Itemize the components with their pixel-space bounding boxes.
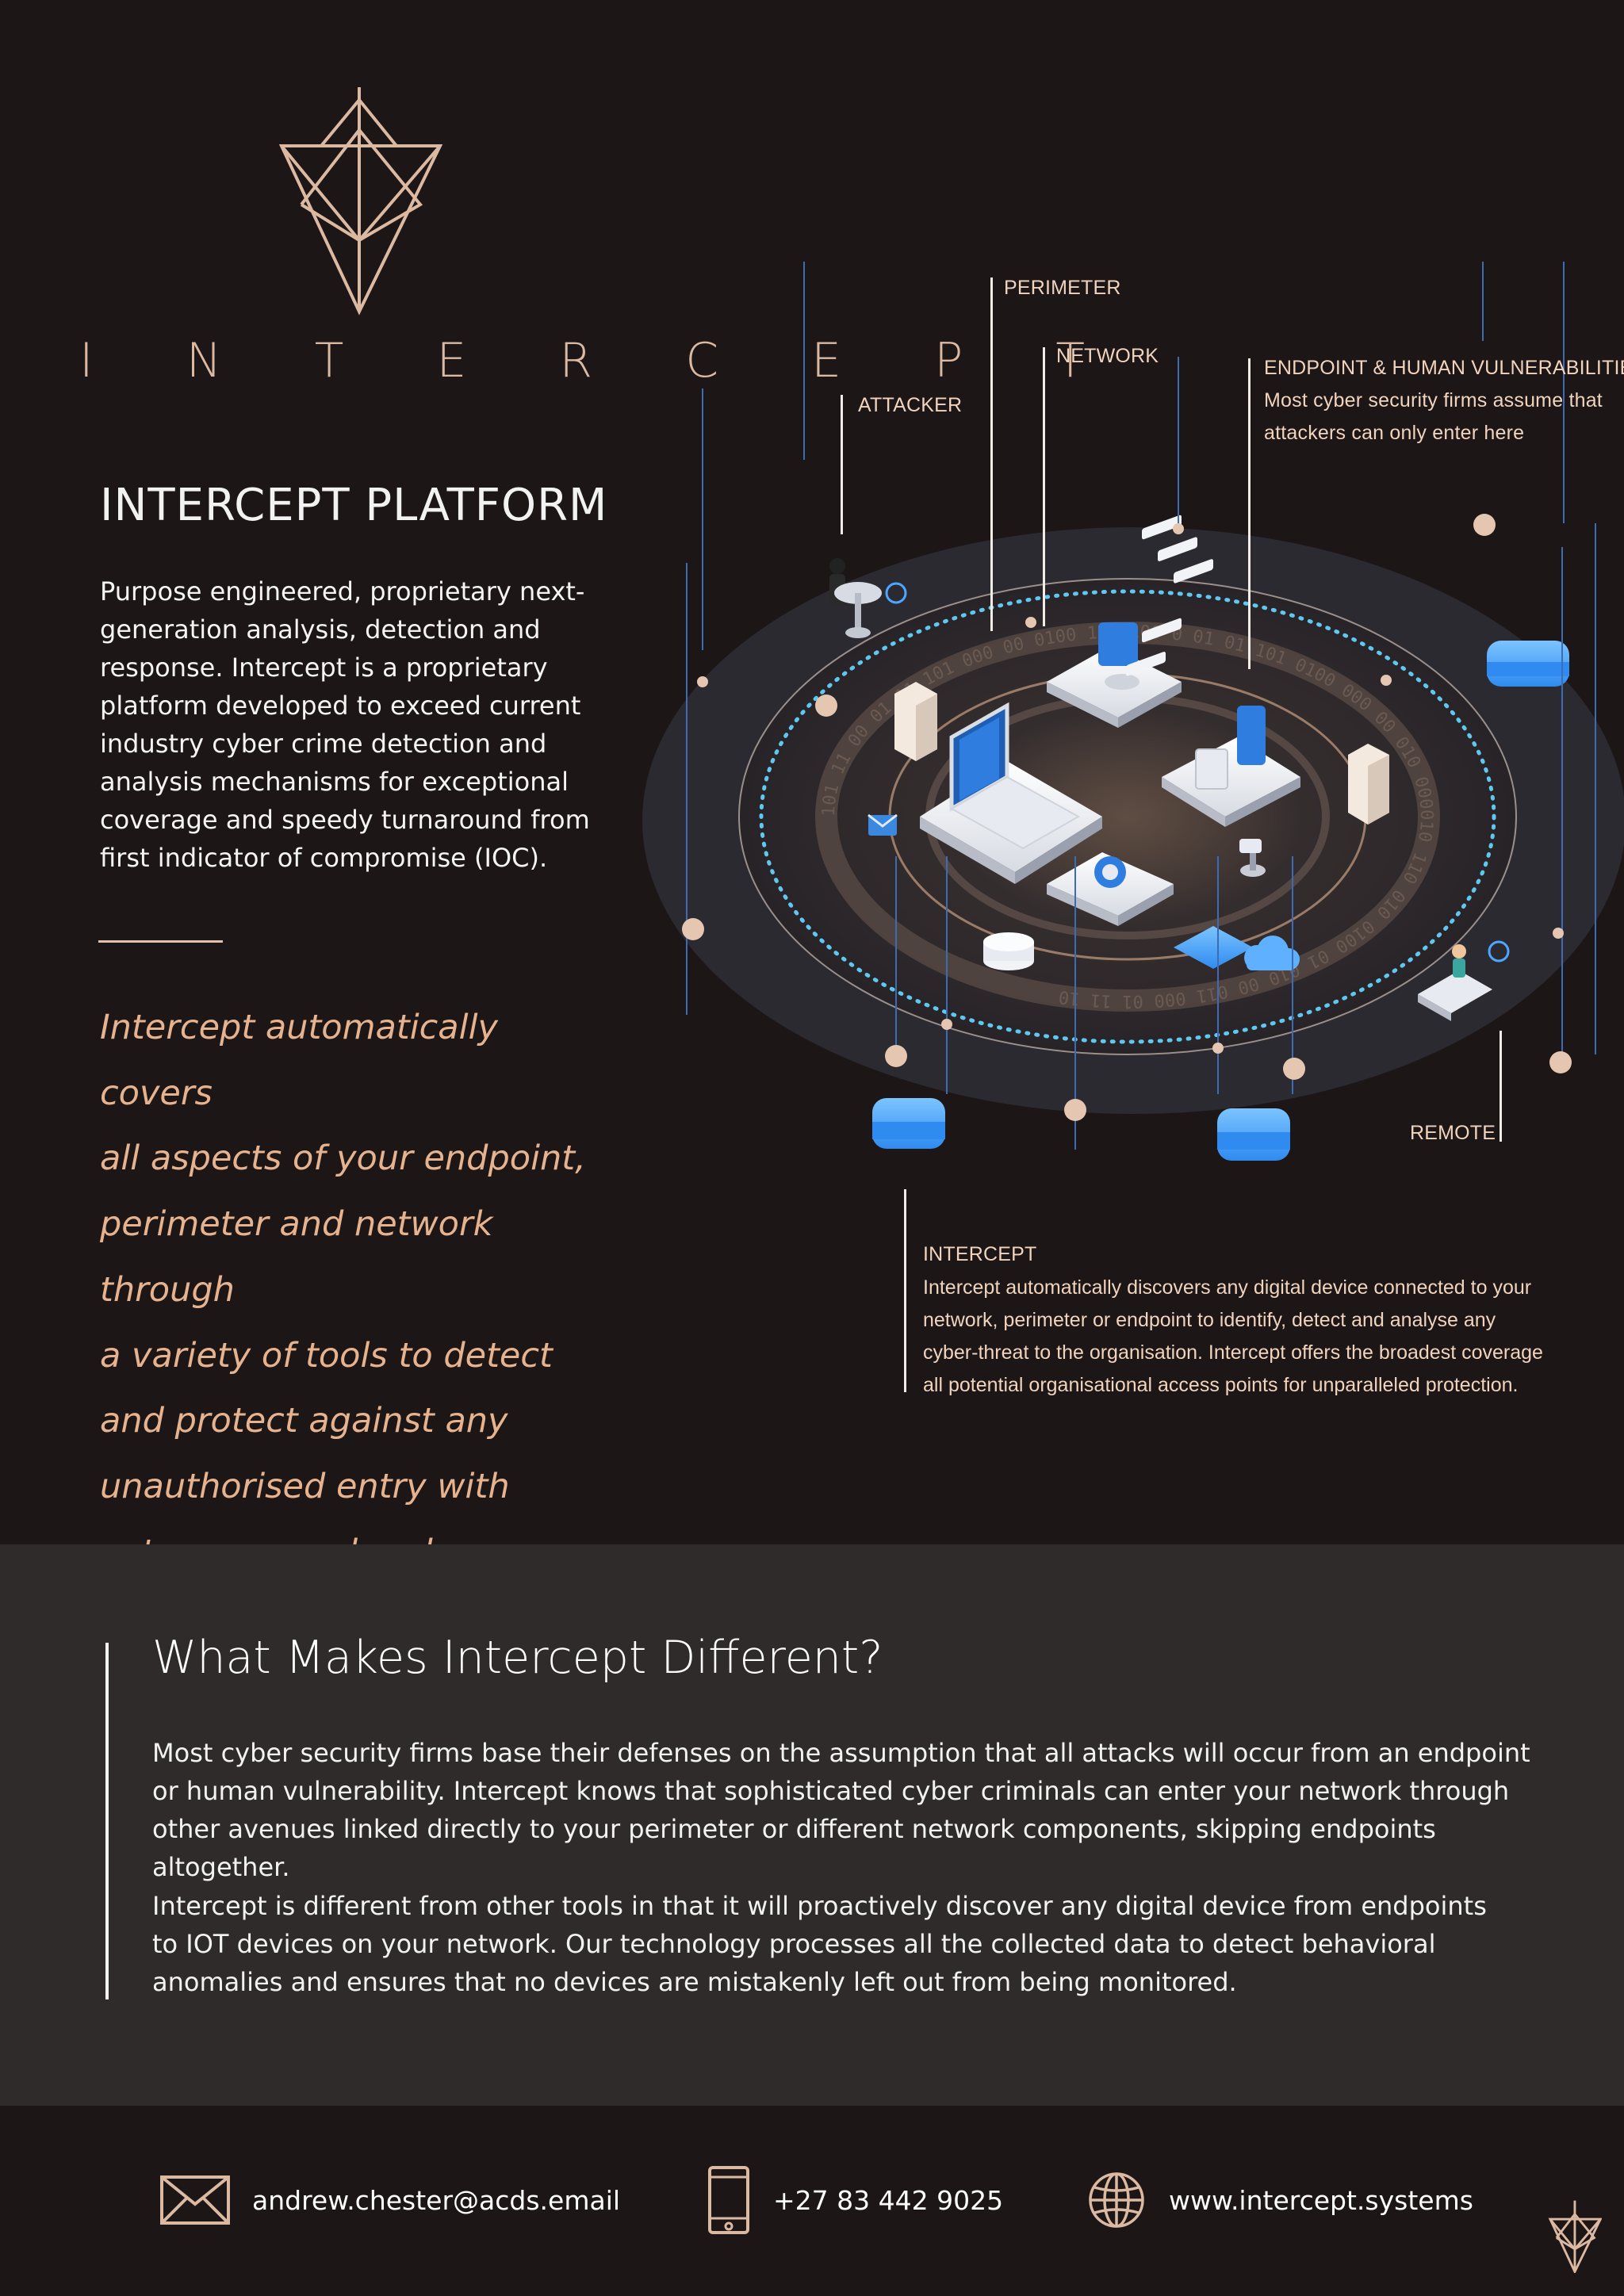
globe-icon — [1089, 2172, 1144, 2228]
network-cube — [1217, 1108, 1290, 1161]
remote-label: REMOTE — [1410, 1122, 1496, 1144]
brand-name: I N T E R C E P T — [79, 333, 1124, 388]
orbs — [682, 514, 1572, 1121]
platform-quote: Intercept automatically covers all aspect… — [100, 995, 615, 1585]
different-paragraph-2: Intercept is different from other tools … — [152, 1891, 1487, 1997]
intercept-callout-line-text: Intercept automatically discovers any di… — [923, 1276, 1532, 1299]
phone-text[interactable]: +27 83 442 9025 — [773, 2184, 1004, 2216]
intercept-callout-title: INTERCEPT — [923, 1243, 1037, 1265]
perimeter-cube — [872, 1098, 945, 1149]
divider — [98, 940, 223, 943]
different-paragraph-1: Most cyber security firms base their def… — [152, 1738, 1530, 1882]
top-server-platform — [1047, 622, 1182, 728]
attacker-label: ATTACKER — [858, 394, 963, 416]
website-text[interactable]: www.intercept.systems — [1169, 2184, 1473, 2216]
phone-icon — [708, 2166, 749, 2234]
tablet-platform — [1174, 926, 1253, 969]
quote-line: and protect against any — [100, 1401, 508, 1441]
bottom-platform — [1047, 852, 1174, 926]
remote-callout-line — [1500, 1031, 1502, 1142]
platform-intro: Purpose engineered, proprietary next-gen… — [100, 576, 590, 873]
network-illustration: 101 11 00 01 11 101 000 00 0100 101 100 … — [642, 262, 1624, 1161]
camera-icon — [1239, 839, 1266, 877]
remote-worker — [1418, 940, 1510, 1021]
quote-line: a variety of tools to detect — [100, 1335, 553, 1376]
attacker-figure — [829, 558, 907, 638]
perimeter-callout-line — [990, 277, 993, 631]
quote-line: Intercept automatically covers — [100, 1008, 498, 1113]
endpoint-cube — [1487, 641, 1569, 687]
endpoint-title: ENDPOINT & HUMAN VULNERABILITIES — [1264, 357, 1624, 379]
contact-website[interactable]: www.intercept.systems — [1088, 2164, 1473, 2236]
attacker-callout-line — [841, 395, 843, 534]
laptop-platform — [920, 702, 1102, 884]
left-building — [894, 682, 937, 761]
quote-line: perimeter and network through — [100, 1204, 493, 1310]
email-text[interactable]: andrew.chester@acds.email — [252, 2184, 621, 2216]
right-building — [1348, 744, 1389, 825]
intercept-callout-text: Intercept automatically discovers any di… — [923, 1272, 1621, 1402]
right-phone-platform — [1162, 706, 1300, 827]
stairs — [1126, 515, 1213, 676]
different-title: What Makes Intercept Different? — [152, 1632, 883, 1684]
cloud-icon — [1244, 936, 1300, 970]
intercept-callout-line-text: network, perimeter or endpoint to identi… — [923, 1309, 1496, 1331]
endpoint-text-2: attackers can only enter here — [1264, 422, 1525, 444]
dotted-ring — [759, 589, 1496, 1044]
intercept-callout-line-text: cyber-threat to the organisation. Interc… — [923, 1341, 1543, 1364]
perimeter-label: PERIMETER — [1004, 277, 1121, 299]
corner-logo-icon — [1548, 2200, 1602, 2273]
endpoint-text-1: Most cyber security firms assume that — [1264, 389, 1603, 411]
intercept-callout-line — [904, 1189, 906, 1392]
envelope-icon — [160, 2175, 230, 2225]
different-section — [0, 1544, 1624, 2106]
network-callout-line — [1043, 347, 1045, 626]
quote-line: unauthorised entry with — [100, 1466, 510, 1506]
wifi-pod — [983, 932, 1034, 970]
endpoint-callout-line — [1248, 358, 1251, 669]
network-label: NETWORK — [1056, 345, 1159, 367]
section-accent-bar — [105, 1643, 109, 1999]
quote-line: all aspects of your endpoint, — [100, 1138, 586, 1179]
intercept-logo-icon — [278, 87, 443, 316]
contact-email[interactable]: andrew.chester@acds.email — [160, 2164, 620, 2236]
intercept-callout-line-text: all potential organisational access poin… — [923, 1374, 1519, 1396]
platform-title: INTERCEPT PLATFORM — [100, 480, 608, 531]
contact-phone[interactable]: +27 83 442 9025 — [708, 2164, 1003, 2236]
